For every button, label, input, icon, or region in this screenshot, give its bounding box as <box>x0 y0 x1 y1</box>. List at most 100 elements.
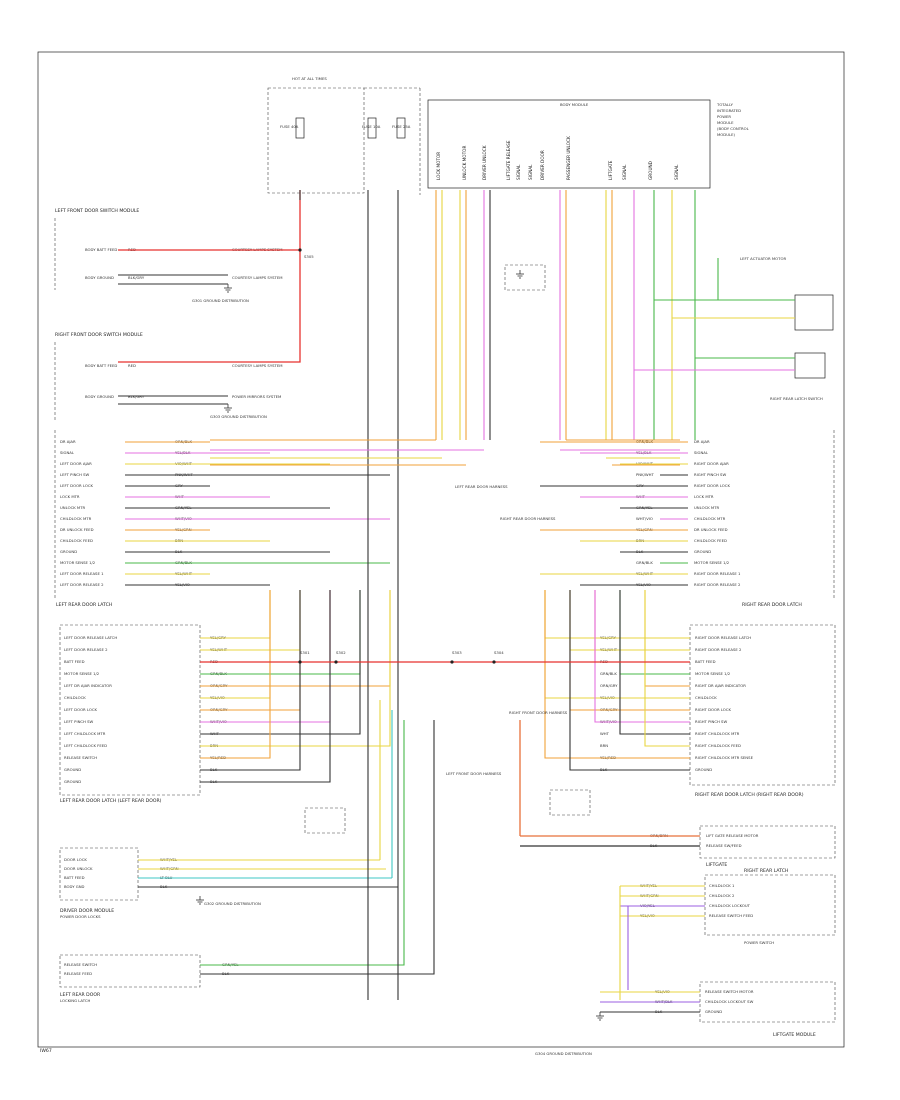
driver-door-subtitle: POWER DOOR LOCKS <box>60 914 101 919</box>
lrdm-pin-label: CHILDLOCK <box>64 695 86 700</box>
rrdm-pin-label: RIGHT PINCH SW <box>695 719 727 724</box>
left-rear-latch-title: LEFT REAR DOOR LATCH <box>56 602 112 608</box>
liftgate-module-ground: G304 GROUND DISTRIBUTION <box>535 1051 592 1056</box>
splice-0: S301 <box>300 650 310 655</box>
module-pin-label: LOCK MOTOR <box>436 152 441 180</box>
left-rear-bottom-subtitle: LOCKING LATCH <box>60 998 90 1003</box>
lrdm-pin-label: LEFT PINCH SW <box>64 719 94 724</box>
left-rear-bottom-title: LEFT REAR DOOR <box>60 992 101 998</box>
lrb-pin-label: RELEASE SWITCH <box>64 962 97 967</box>
rrdm-pin-label: RIGHT DOOR RELEASE 2 <box>695 647 742 652</box>
lrl-pin-label: UNLOCK MTR <box>60 505 86 510</box>
rrl-pin-label: GROUND <box>694 549 711 554</box>
rrl-wire-label: PNK/WHT <box>636 472 655 477</box>
rrl-pin-label: RIGHT DOOR LOCK <box>694 483 730 488</box>
rrdm-wire <box>544 590 690 639</box>
left-rear-door-module: LEFT REAR DOOR LATCH (LEFT REAR DOOR) LE… <box>59 590 391 804</box>
lrdm-wire <box>200 590 391 747</box>
lrdm-pin-label: GROUND <box>64 767 81 772</box>
body-module: BODY MODULE TOTALLY INTEGRATED POWER MOD… <box>427 99 750 189</box>
rrdm-pin-label: RIGHT DR AJAR INDICATOR <box>695 683 746 688</box>
lrdm-pin-label: LEFT CHILDLOCK FEED <box>64 743 107 748</box>
rrdm-pin-label: BATT FEED <box>695 659 716 664</box>
rfd-row1-color: RED <box>128 363 136 368</box>
liftgate-module: LIFTGATE MODULE G304 GROUND DISTRIBUTION… <box>535 981 836 1056</box>
module-pin-label: SIGNAL <box>528 164 533 180</box>
driver-door-module: DRIVER DOOR MODULE POWER DOOR LOCKS G302… <box>59 847 398 919</box>
rrdm-wire-label: WHT <box>600 731 610 736</box>
ground-rfd <box>224 404 232 413</box>
lrl-pin-label: LOCK MTR <box>60 494 80 499</box>
rrl-wire-label: WHT/VIO <box>636 516 653 521</box>
fuse-box-label: HOT AT ALL TIMES <box>292 76 327 81</box>
right-rear-latch-title: RIGHT REAR DOOR LATCH <box>742 602 802 608</box>
lfd-row1-name: BODY BATT FEED <box>85 247 117 252</box>
courtesy-box-left <box>304 807 346 834</box>
lrb-wire <box>200 720 435 975</box>
lrl-pin-label: LEFT DOOR RELEASE 1 <box>60 571 104 576</box>
lrl-pin-label: MOTOR SENSE 1/2 <box>60 560 96 565</box>
lrdm-pin-label: GROUND <box>64 779 81 784</box>
fuse-label-1: FUSE 40A <box>280 124 299 129</box>
module-pin-label: SIGNAL <box>674 164 679 180</box>
rrdm-wire-label: GRN/BLK <box>600 671 617 676</box>
lrdm-wire <box>200 590 271 639</box>
lrdm-wire <box>200 590 301 771</box>
right-bottom-subtitle: POWER SWITCH <box>744 940 774 945</box>
right-bottom-title: RIGHT REAR LATCH <box>744 868 788 874</box>
module-pin-label: PASSENGER UNLOCK <box>566 136 571 180</box>
rrdm-wire <box>569 590 690 651</box>
lrl-pin-label: LEFT DOOR AJAR <box>60 461 92 466</box>
rbm-pin-label: CHILDLOCK 2 <box>709 893 735 898</box>
lgm-pin-label: GROUND <box>705 1009 722 1014</box>
rrdm-wire-label: ORN/GRY <box>600 683 618 688</box>
rrl-pin-label: CHILDLOCK MTR <box>694 516 726 521</box>
rfd-row1-name: BODY BATT FEED <box>85 363 117 368</box>
module-subtitle-1: INTEGRATED <box>717 108 741 113</box>
splice-dot <box>450 660 454 664</box>
module-pin-label: LIFTGATE RELEASE <box>506 140 511 180</box>
left-rear-bottom: LEFT REAR DOOR LOCKING LATCH RELEASE SWI… <box>59 720 435 1003</box>
splice-3: S304 <box>494 650 504 655</box>
splice-dot <box>298 248 302 252</box>
lrl-pin-label: LEFT DOOR LOCK <box>60 483 94 488</box>
lrdm-pin-label: BATT FEED <box>64 659 85 664</box>
module-subtitle-2: POWER <box>717 114 731 119</box>
splice-4: S305 <box>304 254 314 259</box>
lrl-pin-label: GROUND <box>60 549 77 554</box>
lrl-pin-label: CHILDLOCK FEED <box>60 538 93 543</box>
module-pin-label: SIGNAL <box>516 164 521 180</box>
splice-dot <box>298 660 302 664</box>
module-pin-label: LIFTGATE <box>608 160 613 180</box>
ground-lfd <box>224 284 232 293</box>
center-label-2: LEFT FRONT DOOR HARNESS <box>446 771 502 776</box>
rrdm-wire <box>569 590 690 771</box>
driver-door-title: DRIVER DOOR MODULE <box>60 908 114 914</box>
top-right-label: LEFT ACTUATOR MOTOR <box>740 256 786 261</box>
lfd-row2-to: COURTESY LAMPS SYSTEM <box>232 275 283 280</box>
module-pin-label: UNLOCK MOTOR <box>462 146 467 180</box>
fuse-label-2: FUSE 10A <box>362 124 381 129</box>
lrdm-wire <box>200 590 301 651</box>
rfd-ground: G303 GROUND DISTRIBUTION <box>210 414 267 419</box>
rrdm-pin-label: MOTOR SENSE 1/2 <box>695 671 731 676</box>
ground-liftgate <box>596 1012 604 1021</box>
lower-right-label: RIGHT REAR LATCH SWITCH <box>770 396 823 401</box>
dd-pin-label: BODY GND <box>64 884 85 889</box>
lg-row-label: RELEASE SW/FEED <box>706 843 742 848</box>
splice-1: S302 <box>336 650 346 655</box>
splice-dot <box>334 660 338 664</box>
rrl-pin-label: DR UNLOCK FEED <box>694 527 728 532</box>
courtesy-box-right <box>549 789 591 816</box>
lrl-pin-label: SIGNAL <box>60 450 75 455</box>
lrdm-wire <box>200 590 271 759</box>
fuse-label-3: FUSE 25A <box>392 124 411 129</box>
splice-2: S303 <box>452 650 462 655</box>
rrl-pin-label: UNLOCK MTR <box>694 505 720 510</box>
center-label-1: RIGHT REAR DOOR HARNESS <box>500 516 556 521</box>
rrl-pin-label: RIGHT PINCH SW <box>694 472 726 477</box>
rrdm-wire <box>644 590 690 747</box>
dd-pin-label: BATT FEED <box>64 875 85 880</box>
lgm-pin-label: CHILDLOCK LOCKOUT SW <box>705 999 754 1004</box>
